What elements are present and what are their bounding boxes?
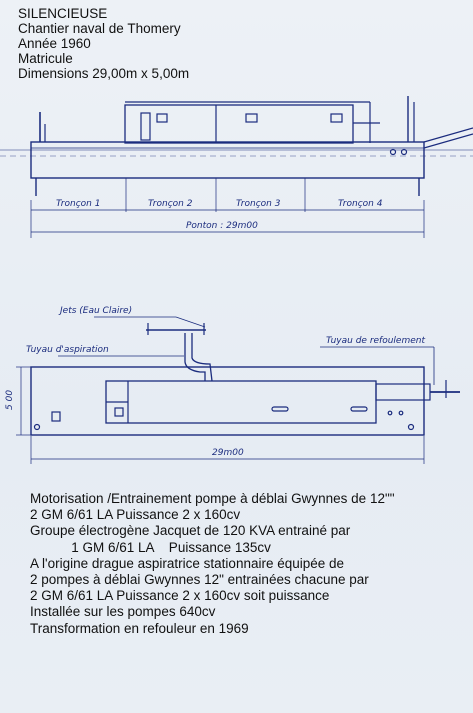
discharge-pipe-plan [375,383,431,401]
side-labels: Tronçon 1 Tronçon 2 Tronçon 3 Tronçon 4 … [56,199,383,231]
spec-line: Motorisation /Entrainement pompe à débla… [30,491,395,506]
spec-line: Installée sur les pompes 640cv [30,604,216,620]
shipyard: Chantier naval de Thomery [18,21,181,36]
spec-line: 1 GM 6/61 LA Puissance 135cv [30,539,271,555]
side-elevation [0,96,473,238]
machinery-house [105,380,377,424]
registration: Matricule [18,51,73,66]
discharge-pipe-side [423,127,473,143]
length-label: 29m00 [212,448,244,458]
suction-pipe [184,333,206,381]
plan-labels: Jets (Eau Claire) Tuyau d'aspiration Tuy… [5,306,425,458]
pontoon-outline [30,366,425,436]
header-block: SILENCIEUSE Chantier naval de Thomery An… [18,6,189,81]
cabin [124,104,354,144]
spec-line: Transformation en refouleur en 1969 [30,620,249,636]
spec-line: 2 GM 6/61 LA Puissance 2 x 160cv soit pu… [30,588,330,604]
dimensions: Dimensions 29,00m x 5,00m [18,66,190,81]
plan-view [16,316,460,464]
build-year: Année 1960 [18,36,91,51]
section-2-label: Tronçon 2 [148,199,193,209]
suction-pipe-label: Tuyau d'aspiration [26,345,109,355]
cabin-door [140,112,151,141]
section-3-label: Tronçon 3 [236,199,281,209]
section-1-label: Tronçon 1 [56,199,100,209]
vessel-name: SILENCIEUSE [18,6,108,21]
discharge-pipe-label: Tuyau de refoulement [326,336,425,346]
hull [30,141,425,179]
pontoon-length-label: Ponton : 29m00 [186,221,258,231]
width-label: 5 00 [5,390,15,410]
section-4-label: Tronçon 4 [338,199,383,209]
specifications-block: Motorisation /Entrainement pompe à débla… [30,491,395,637]
jets-label: Jets (Eau Claire) [58,306,132,316]
spec-line: 2 GM 6/61 LA Puissance 2 x 160cv [30,507,241,523]
spec-line: 2 pompes à déblai Gwynnes 12" entrainées… [30,572,369,588]
spec-line: Groupe électrogène Jacquet de 120 KVA en… [30,523,351,539]
spec-line: A l'origine drague aspiratrice stationna… [30,555,345,571]
